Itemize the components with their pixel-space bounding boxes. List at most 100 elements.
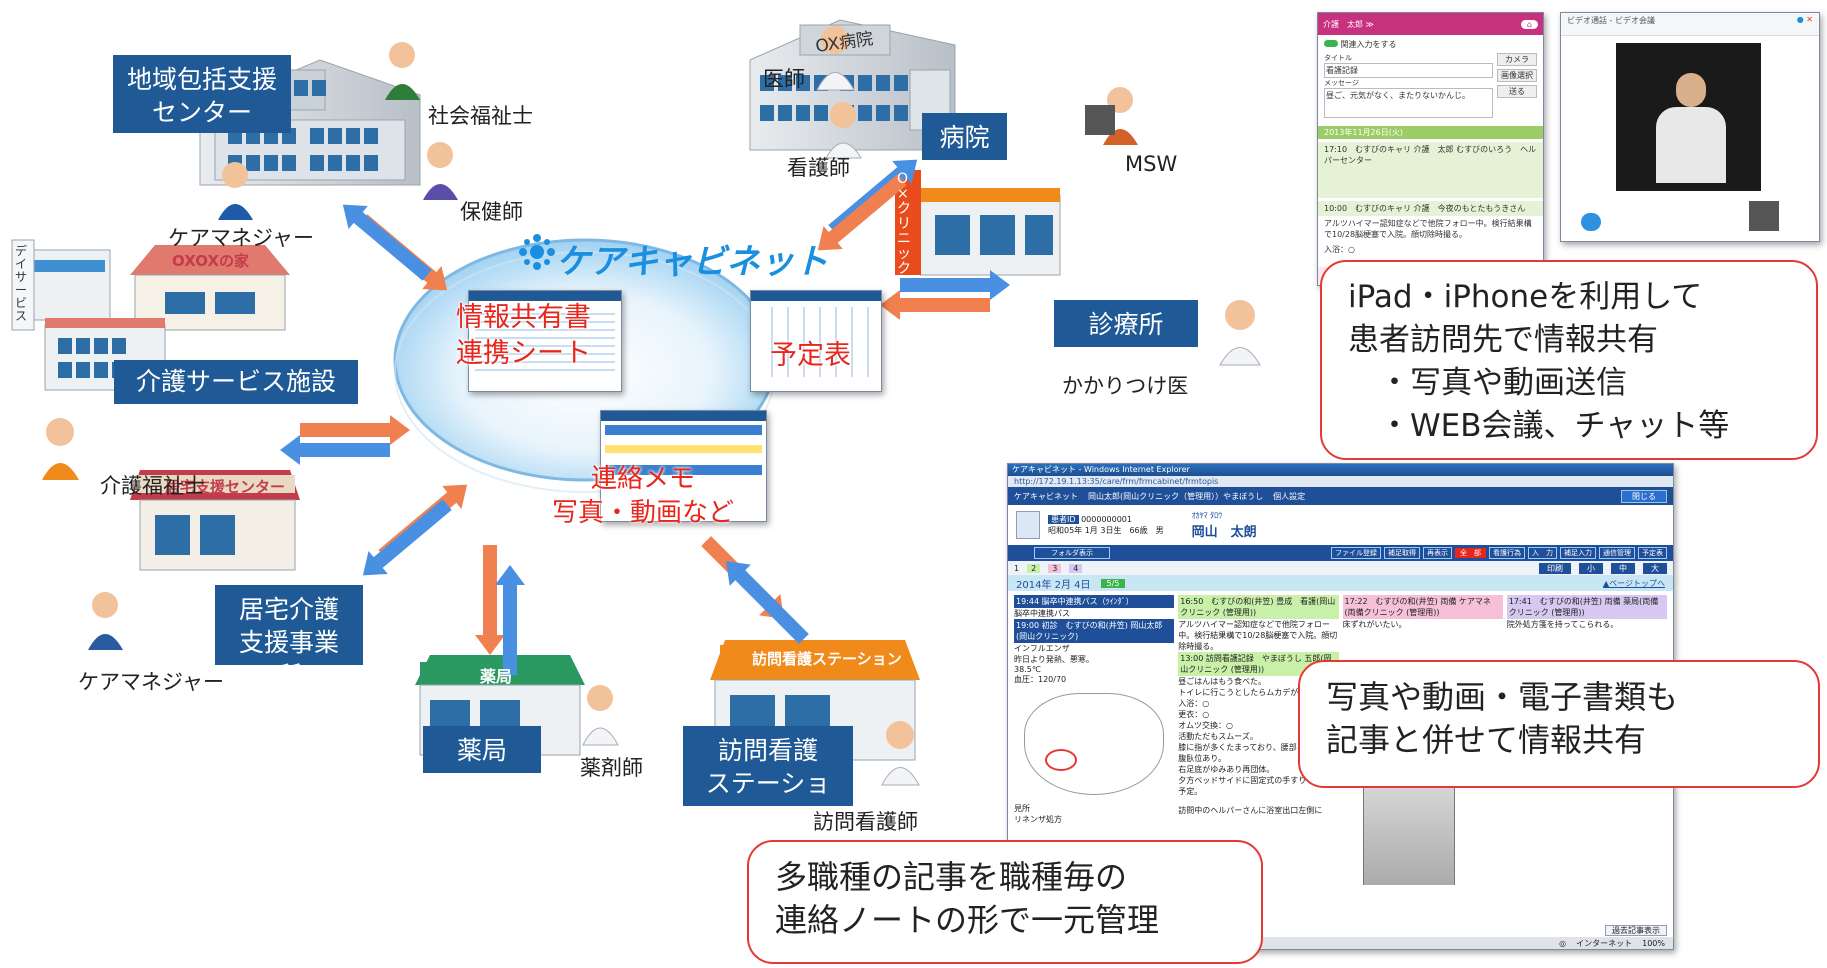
callout-media: 写真や動画・電子書類も 記事と併せて情報共有: [1298, 660, 1820, 788]
kyotaku-label: 居宅介護 支援事業所: [215, 585, 363, 690]
patient-id-label: 患者ID: [1048, 515, 1079, 524]
mic-icon[interactable]: ●: [1796, 15, 1804, 24]
role-kakaritsuke: かかりつけ医: [1062, 374, 1189, 398]
clinic-building-graphic: [895, 170, 1061, 276]
callout-note-line-0: 多職種の記事を職種毎の: [775, 858, 1128, 896]
browser-url[interactable]: http://172.19.1.13:35/care/frm/frmcabine…: [1014, 477, 1219, 486]
size-medium-button[interactable]: 中: [1611, 562, 1635, 574]
browser-date: 2014年 2月 4日: [1016, 579, 1091, 591]
sheet2-thumbnail: [750, 290, 882, 392]
end-call-icon[interactable]: ✕: [1806, 15, 1813, 24]
size-small-button[interactable]: 小: [1579, 562, 1603, 574]
zoom-level[interactable]: 100%: [1642, 938, 1665, 948]
chat-icon[interactable]: [1581, 213, 1601, 231]
mouth-drawing: [1024, 693, 1165, 795]
btn-supp-input[interactable]: 補足入力: [1560, 547, 1596, 559]
col1-line-4: 38.5℃: [1014, 665, 1041, 674]
tablet-camera-button[interactable]: カメラ: [1497, 53, 1537, 66]
browser-header-settings[interactable]: 個人設定: [1273, 491, 1306, 501]
col4-line-0: 院外処方箋を持ってこられる。: [1506, 620, 1619, 629]
globe-icon: ◎: [1559, 938, 1567, 948]
col2-line-0: アルツハイマー認知症などで他院フォロー中。検行結果構で10/28脳梗塞で入院。顔…: [1178, 620, 1338, 651]
tablet-entry-2-body: アルツハイマー認知症などで他院フォロー中。検行結果構で10/28脳梗塞で入院。顔…: [1324, 219, 1532, 239]
print-button[interactable]: 印刷: [1539, 562, 1571, 574]
patient-birth: 昭和05年 1月 3日生 66歳 男: [1048, 526, 1164, 535]
col2-line-8: 膝に指が多くたまっており、腰部: [1178, 743, 1297, 752]
toggle-icon[interactable]: [1324, 40, 1338, 47]
callout-media-line-1: 記事と併せて情報共有: [1326, 721, 1647, 759]
home-icon[interactable]: ⌂: [1520, 19, 1538, 29]
tablet-entry-1: 17:10 むすびのキャリ 介護 太郎 むすびのいろう ヘルパーセンター: [1318, 142, 1543, 198]
logo-icon: [519, 234, 555, 270]
col2-line-11: 夕方ベッドサイドに固定式の手すりをつける予定。: [1178, 776, 1339, 796]
page-top-link[interactable]: ▲ページトップへ: [1603, 578, 1665, 588]
video-title: ビデオ通話 - ビデオ会議: [1567, 16, 1655, 25]
tablet-message[interactable]: 昼ご、元気がなく、またりないかんじ。: [1324, 88, 1493, 118]
hospital-label: 病院: [922, 113, 1007, 160]
callout-media-line-0: 写真や動画・電子書類も: [1326, 678, 1679, 716]
size-large-button[interactable]: 大: [1643, 562, 1667, 574]
btn-file[interactable]: ファイル登録: [1331, 547, 1381, 559]
btn-nursing[interactable]: 看護行為: [1489, 547, 1525, 559]
callout-mobile-line-1: 患者訪問先で情報共有: [1348, 322, 1658, 358]
sheet2-label: 予定表: [770, 340, 851, 371]
folder-tab-4[interactable]: 4: [1069, 563, 1083, 573]
clinic-label: 診療所: [1054, 300, 1198, 347]
folder-tab-3[interactable]: 3: [1048, 563, 1062, 573]
col2-head: 16:50 むすびの和(井笠) 豊成 看護(岡山クリニック (管理用)): [1178, 595, 1339, 619]
tablet-user[interactable]: 介護 太郎 ≫: [1323, 19, 1374, 29]
tablet-date: 2013年11月26日(火): [1318, 126, 1543, 139]
col1-line-1: 19:00 初診 むすびの和(井笠) 岡山太郎(岡山クリニック): [1014, 619, 1175, 643]
patient-kana: ｵｶﾔﾏ ﾀﾛｳ: [1191, 511, 1223, 520]
col1-line-0: 脳卒中連携パス: [1014, 609, 1070, 618]
browser-close-button[interactable]: 閉じる: [1621, 489, 1667, 503]
btn-comm[interactable]: 通信管理: [1599, 547, 1635, 559]
col1-line-5: 血圧：120/70: [1014, 675, 1067, 684]
col1-line-3: 昨日より発熱、悪寒。: [1014, 655, 1094, 664]
folder-button[interactable]: フォルダ表示: [1034, 547, 1110, 559]
role-hokenshi: 保健師: [460, 200, 523, 224]
callout-note-line-1: 連絡ノートの形で一元管理: [775, 901, 1160, 939]
btn-supp[interactable]: 補足取得: [1384, 547, 1420, 559]
callout-mobile: iPad・iPhoneを利用して 患者訪問先で情報共有 ・写真や動画送信 ・WE…: [1320, 260, 1818, 460]
video-feed: [1616, 43, 1761, 191]
tablet-footer-label: 入浴：○: [1324, 245, 1355, 254]
btn-schedule[interactable]: 予定表: [1638, 547, 1667, 559]
role-shakai: 社会福祉士: [428, 104, 533, 128]
kaigo-label: 介護サービス施設: [114, 360, 358, 404]
past-records-button[interactable]: 過去記事表示: [1605, 925, 1667, 936]
sheet1-label: 情報共有書 連携シート: [456, 302, 591, 369]
btn-input[interactable]: 入 力: [1528, 547, 1557, 559]
photo-thumbnail: [1362, 780, 1455, 885]
col2-line-13: 訪問中のヘルパーさんに浴室出口左側に: [1178, 806, 1323, 815]
folder-tab-2[interactable]: 2: [1027, 563, 1041, 573]
btn-refresh[interactable]: 再表示: [1423, 547, 1452, 559]
tablet-subject-label: タイトル: [1324, 54, 1352, 62]
browser-header-user: 岡山太郎(岡山クリニック（管理用））やまぼうし: [1088, 491, 1264, 501]
chiiki-label: 地域包括支援 センター: [113, 55, 291, 133]
role-kangoshi: 看護師: [787, 156, 850, 180]
col1-head: 19:44 脳卒中連携パス（ﾂｲﾝﾀﾞ）: [1014, 595, 1175, 608]
patient-avatar: [1016, 511, 1040, 539]
tablet-entry-2: 10:00 むすびのキャリ 介護 今夜のもとたもうきさん: [1318, 201, 1543, 216]
role-caremanager-2: ケアマネジャー: [78, 670, 224, 694]
tablet-send-button[interactable]: 送る: [1497, 85, 1537, 98]
tablet-subject[interactable]: 看護記録: [1324, 63, 1493, 78]
tablet-image-button[interactable]: 画像選択: [1497, 69, 1537, 82]
station-building-graphic: [710, 640, 920, 761]
col2-line-3: トイレに行こうとしたらムカデが: [1178, 688, 1299, 697]
callout-note: 多職種の記事を職種毎の 連絡ノートの形で一元管理: [747, 840, 1263, 964]
station-label: 訪問看護 ステーション: [683, 726, 853, 831]
role-kaigofukushi: 介護福祉士: [100, 474, 205, 498]
kaigo-building-graphic: [11, 239, 290, 391]
btn-all[interactable]: 全 部: [1455, 548, 1486, 558]
col1-line-2: インフルエンザ: [1014, 644, 1070, 653]
patient-name: 岡山 太朗: [1191, 525, 1257, 540]
role-houmonkango: 訪問看護師: [813, 810, 918, 834]
browser-title: ケアキャビネット - Windows Internet Explorer: [1012, 465, 1190, 474]
arrows: [280, 159, 1010, 675]
folder-tab-1[interactable]: 1: [1014, 563, 1020, 573]
kaigo-side-sign: デイサービス: [15, 244, 28, 323]
sheet1-thumbnail: [468, 290, 622, 392]
brand-name: ケアキャビネット: [556, 242, 828, 282]
